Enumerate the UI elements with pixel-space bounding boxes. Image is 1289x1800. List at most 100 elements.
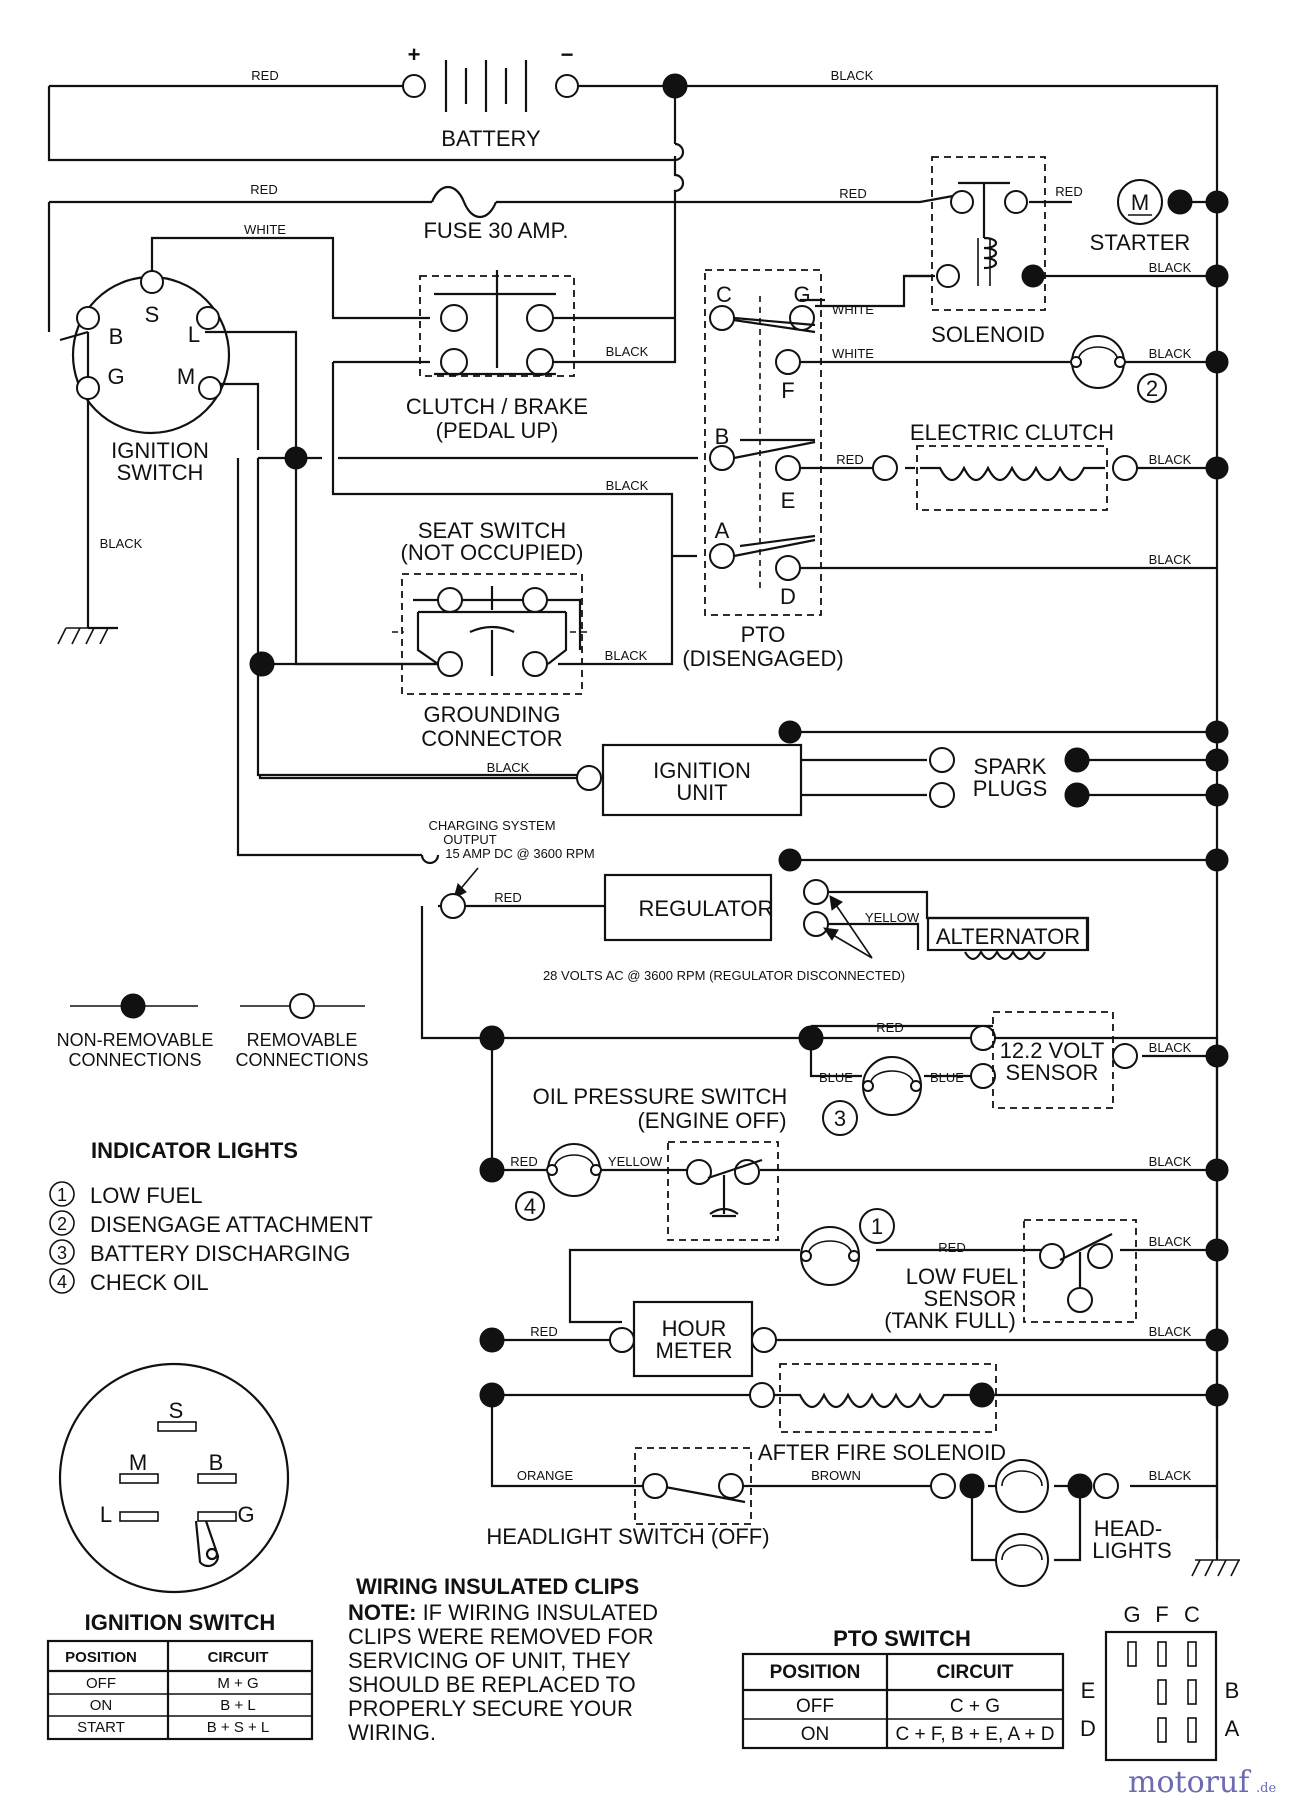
- battery: + − BATTERY RED BLACK RED FUSE 30 AMP. R…: [250, 42, 873, 243]
- pto-switch-face: G F C E D B A: [1080, 1602, 1240, 1762]
- low-fuel-label-2: SENSOR: [924, 1286, 1017, 1311]
- legend-removable-1: REMOVABLE: [247, 1030, 358, 1050]
- ignition-switch-face: S M B L G: [58, 1362, 290, 1594]
- wire-label-red-clutch: RED: [836, 452, 863, 467]
- pto-face-top-C: C: [1184, 1602, 1200, 1627]
- wire-label-red-fuse: RED: [250, 182, 277, 197]
- indicator-number-2: 2: [1146, 376, 1158, 401]
- clips-note-line-4: SHOULD BE REPLACED TO: [348, 1672, 636, 1697]
- indicator-list-num-4: 4: [57, 1272, 67, 1292]
- hour-meter-label-1: HOUR: [662, 1316, 727, 1341]
- pto-face-top-F: F: [1155, 1602, 1168, 1627]
- indicator-list-label-2: DISENGAGE ATTACHMENT: [90, 1212, 373, 1237]
- ignition-unit-label-2: UNIT: [676, 780, 727, 805]
- pto-table-title: PTO SWITCH: [833, 1626, 971, 1651]
- pto-face-left-E: E: [1081, 1678, 1096, 1703]
- right-bus-junctions: [284, 73, 688, 470]
- pto-switch: C G F B E A D PTO (DISENGAGED) WHITE WHI…: [606, 269, 874, 671]
- charging-note-2: OUTPUT: [443, 832, 497, 847]
- ignition-table-title: IGNITION SWITCH: [85, 1610, 276, 1635]
- alternator-label: ALTERNATOR: [936, 924, 1080, 949]
- legend-removable-2: CONNECTIONS: [235, 1050, 368, 1070]
- indicator-number-4: 4: [524, 1194, 536, 1219]
- voltage-sensor: RED BLUE BLUE 3 12.2 VOLT SENSOR BLACK: [479, 1011, 1229, 1136]
- wire-label-blue-1: BLUE: [819, 1070, 853, 1085]
- ignition-terminal-M: M: [177, 364, 195, 389]
- battery-minus-sign: −: [561, 42, 574, 67]
- watermark-text: motoruf: [1128, 1765, 1251, 1800]
- wire-label-red-battery: RED: [251, 68, 278, 83]
- spark-plugs-label-2: PLUGS: [973, 776, 1048, 801]
- wire-label-yellow-alternator: YELLOW: [865, 910, 920, 925]
- pto-table-row-1-position: OFF: [796, 1696, 834, 1717]
- wire-label-orange: ORANGE: [517, 1468, 574, 1483]
- solenoid-label: SOLENOID: [931, 322, 1045, 347]
- battery-label: BATTERY: [441, 126, 541, 151]
- indicator-list-label-1: LOW FUEL: [90, 1183, 202, 1208]
- clips-note-line-1: NOTE: IF WIRING INSULATED: [348, 1600, 658, 1625]
- pto-face-right-A: A: [1225, 1716, 1240, 1741]
- electric-clutch-label: ELECTRIC CLUTCH: [910, 420, 1114, 445]
- wire-label-red-hour: RED: [530, 1324, 557, 1339]
- sensor-label-1: 12.2 VOLT: [1000, 1038, 1105, 1063]
- ignition-terminal-B: B: [109, 324, 124, 349]
- seat-switch: SEAT SWITCH (NOT OCCUPIED) GROUNDING CON…: [249, 518, 648, 751]
- wire-label-white-s: WHITE: [244, 222, 286, 237]
- pto-face-top-G: G: [1123, 1602, 1140, 1627]
- clutch-brake-switch: CLUTCH / BRAKE (PEDAL UP) BLACK: [406, 270, 649, 443]
- wire-label-white-pto-f: WHITE: [832, 346, 874, 361]
- indicator-list-label-3: BATTERY DISCHARGING: [90, 1241, 350, 1266]
- ignition-terminal-S: S: [145, 302, 160, 327]
- oil-pressure-label-2: (ENGINE OFF): [637, 1108, 786, 1133]
- pto-label-2: (DISENGAGED): [682, 646, 843, 671]
- wiring-clips-note: WIRING INSULATED CLIPS NOTE: IF WIRING I…: [348, 1574, 658, 1745]
- ignition-table-header-position: POSITION: [65, 1649, 137, 1666]
- ignition-switch-diagram: S B L G M IGNITION SWITCH BLACK WHITE: [71, 222, 286, 551]
- wire-label-black-light-2: BLACK: [1149, 346, 1192, 361]
- oil-pressure-label-1: OIL PRESSURE SWITCH: [533, 1084, 788, 1109]
- grounding-connector-label-2: CONNECTOR: [421, 726, 562, 751]
- starter-motor-symbol: M: [1131, 190, 1149, 215]
- electric-clutch: ELECTRIC CLUTCH RED BLACK BLACK: [836, 420, 1229, 567]
- ignition-unit-label-1: IGNITION: [653, 758, 751, 783]
- wire-label-black-sensor: BLACK: [1149, 1040, 1192, 1055]
- wire-label-black-battery: BLACK: [831, 68, 874, 83]
- pto-terminal-B: B: [715, 424, 730, 449]
- after-fire-solenoid: AFTER FIRE SOLENOID: [479, 1363, 1229, 1465]
- wire-network: [47, 84, 1240, 1577]
- wire-label-red-solenoid: RED: [839, 186, 866, 201]
- ignition-table-row-1-circuit: M + G: [217, 1675, 258, 1692]
- face-terminal-B: B: [209, 1450, 224, 1475]
- legend-non-removable-1: NON-REMOVABLE: [57, 1030, 214, 1050]
- regulator: CHARGING SYSTEM OUTPUT 15 AMP DC @ 3600 …: [428, 818, 1229, 983]
- face-terminal-S: S: [169, 1398, 184, 1423]
- clips-note-label: NOTE:: [348, 1600, 416, 1625]
- clips-note-line-5: PROPERLY SECURE YOUR: [348, 1696, 633, 1721]
- wire-label-black-ground: BLACK: [100, 536, 143, 551]
- pto-terminal-A: A: [715, 518, 730, 543]
- wire-label-black-headlights: BLACK: [1149, 1468, 1192, 1483]
- wire-label-white-pto-g: WHITE: [832, 302, 874, 317]
- wire-label-black-pto-d: BLACK: [1149, 552, 1192, 567]
- pto-table-row-1-circuit: C + G: [950, 1696, 1000, 1717]
- clips-note-line-3: SERVICING OF UNIT, THEY: [348, 1648, 631, 1673]
- wire-label-black-oil: BLACK: [1149, 1154, 1192, 1169]
- low-fuel-label-3: (TANK FULL): [884, 1308, 1016, 1333]
- wire-label-black-pto-a: BLACK: [606, 478, 649, 493]
- headlights-label-1: HEAD-: [1094, 1516, 1162, 1541]
- battery-negative-terminal: [555, 74, 579, 98]
- wire-label-black-clutch-ground: BLACK: [1149, 452, 1192, 467]
- ignition-table-row-3-position: START: [77, 1719, 125, 1736]
- spark-plugs-label-1: SPARK: [974, 754, 1047, 779]
- headlight-switch-label: HEADLIGHT SWITCH (OFF): [486, 1524, 769, 1549]
- pto-terminal-D: D: [780, 584, 796, 609]
- battery-positive-terminal: [402, 74, 426, 98]
- ignition-terminal-G: G: [107, 364, 124, 389]
- legend-non-removable-2: CONNECTIONS: [68, 1050, 201, 1070]
- solenoid: SOLENOID RED: [931, 156, 1083, 347]
- ignition-switch-label-1: IGNITION: [111, 438, 209, 463]
- pto-table-row-2-position: ON: [801, 1724, 830, 1745]
- pto-terminal-C: C: [716, 282, 732, 307]
- wire-label-blue-2: BLUE: [930, 1070, 964, 1085]
